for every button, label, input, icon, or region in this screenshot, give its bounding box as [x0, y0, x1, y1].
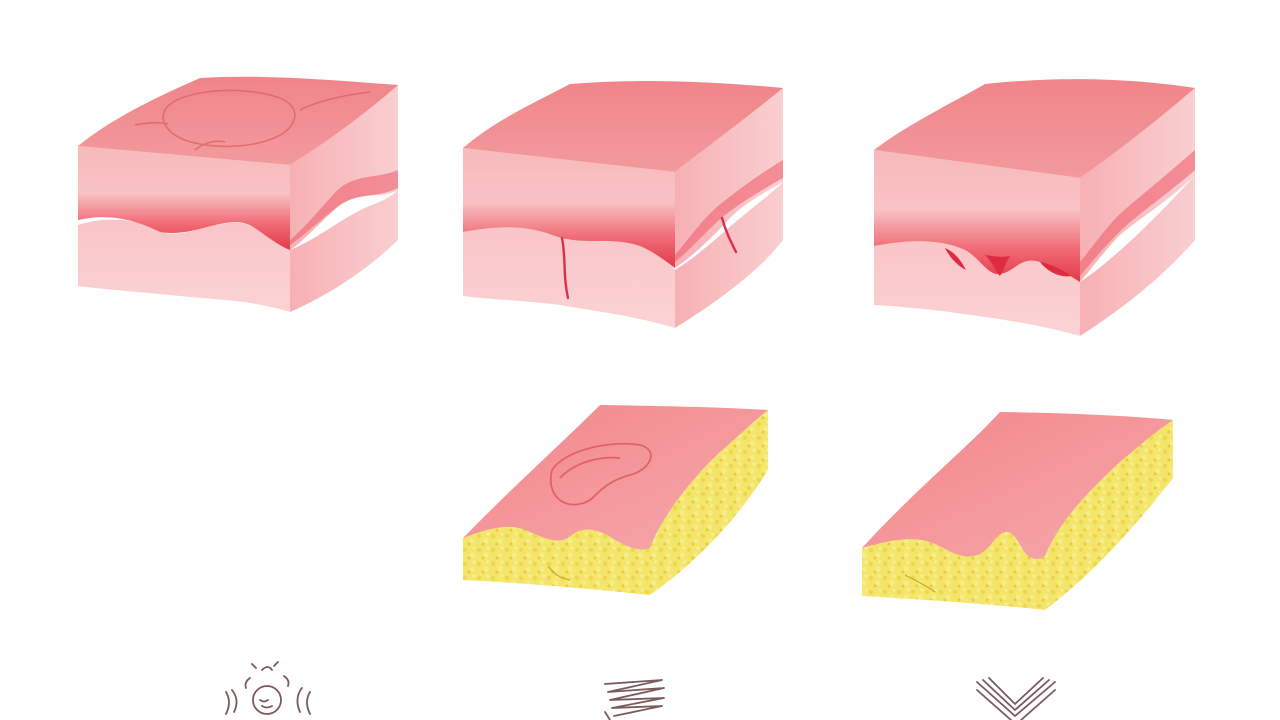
tissue-block-2	[463, 81, 783, 328]
slab2-fat-side	[1045, 420, 1173, 610]
slab1-top-surface	[463, 405, 768, 550]
block2-crack-right	[720, 216, 738, 254]
slab2-fat-front	[862, 531, 1045, 610]
block3-upper-front	[874, 150, 1080, 282]
block2-top-surface	[463, 81, 783, 172]
block3-pit-3	[1040, 262, 1072, 277]
slab1-fat-crack	[547, 565, 571, 581]
block1-base-front	[78, 219, 290, 312]
chevron-strokes-icon	[976, 677, 1056, 720]
slab2-top-surface	[862, 412, 1173, 559]
tissue-block-3	[874, 79, 1195, 336]
mucosa-slab-1	[463, 405, 768, 595]
block1-upper-side	[290, 85, 398, 250]
block2-crack-left	[560, 236, 570, 300]
slab2-fat-crack	[904, 574, 936, 593]
mucosa-slab-2	[862, 412, 1173, 610]
block3-base-front	[874, 241, 1080, 336]
block2-base-front	[463, 226, 675, 328]
block2-side-redband	[675, 160, 783, 262]
tissue-block-1	[78, 76, 398, 312]
zigzag-lines-icon	[604, 679, 665, 720]
block1-lesion-outline	[134, 89, 371, 151]
slab1-fat-front	[463, 526, 650, 595]
block3-pit-2	[985, 255, 1010, 276]
block1-top-surface	[78, 76, 398, 165]
block3-side-redband	[1080, 150, 1195, 276]
block3-pit-1	[945, 248, 966, 270]
slab1-fat-side	[650, 410, 768, 595]
block1-base-side	[290, 190, 398, 312]
block3-base-side	[1080, 175, 1195, 336]
slab1-lesion-outline	[549, 442, 652, 506]
doodle-figure-icon	[225, 661, 311, 715]
block1-upper-front	[78, 146, 290, 250]
block2-upper-front	[463, 148, 675, 268]
block1-side-redband	[290, 170, 398, 245]
block2-base-side	[675, 182, 783, 328]
block3-top-surface	[874, 79, 1195, 178]
